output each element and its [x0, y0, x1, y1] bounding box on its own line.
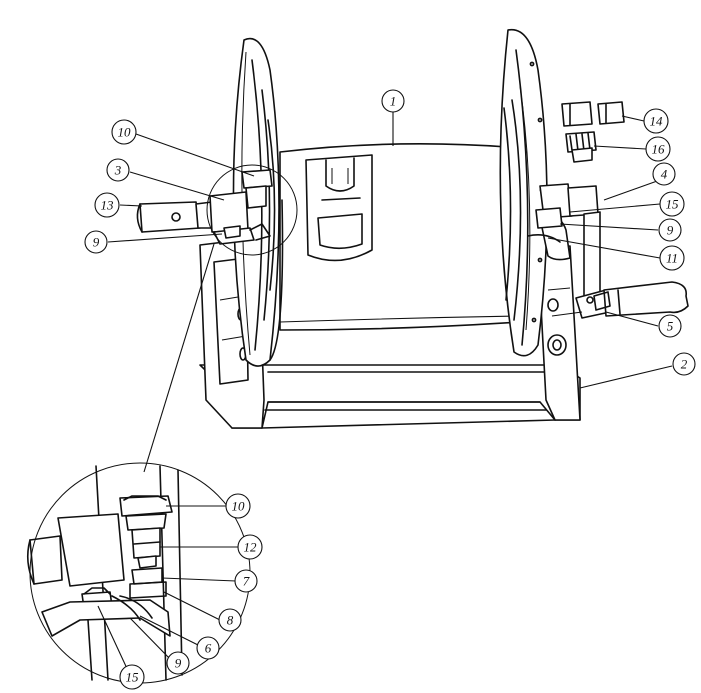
drum — [279, 143, 521, 331]
detail-callout-6: 6 — [196, 636, 220, 660]
svg-text:1: 1 — [390, 94, 397, 109]
detail-callout-10: 10 — [225, 493, 251, 519]
callout-3: 3 — [106, 158, 130, 182]
callout-13: 13 — [94, 192, 120, 218]
crank-assembly — [527, 183, 689, 319]
svg-text:9: 9 — [175, 656, 182, 671]
callout-5: 5 — [658, 314, 682, 338]
callout-10: 10 — [111, 119, 137, 145]
detail-callout-15: 15 — [119, 664, 145, 690]
svg-text:5: 5 — [667, 319, 674, 334]
callout-14: 14 — [643, 108, 669, 134]
left-swivel-assembly — [136, 169, 273, 245]
callout-1: 1 — [381, 89, 405, 113]
svg-text:8: 8 — [227, 613, 234, 628]
detail-view — [26, 243, 251, 684]
callout-11: 11 — [659, 245, 685, 271]
right-flange — [499, 28, 548, 357]
leader-lines — [97, 112, 673, 676]
detail-callout-9: 9 — [166, 651, 190, 675]
svg-text:9: 9 — [93, 235, 100, 250]
svg-text:7: 7 — [243, 574, 250, 589]
svg-text:3: 3 — [114, 163, 122, 178]
callout-15: 15 — [659, 191, 685, 217]
detail-marker-circle — [206, 164, 298, 256]
svg-text:11: 11 — [666, 251, 678, 266]
hose-reel — [136, 28, 689, 429]
svg-text:15: 15 — [126, 670, 140, 685]
svg-text:14: 14 — [650, 114, 664, 129]
svg-text:12: 12 — [244, 540, 258, 555]
svg-text:6: 6 — [205, 641, 212, 656]
svg-text:2: 2 — [681, 357, 688, 372]
svg-text:16: 16 — [652, 142, 666, 157]
callout-2: 2 — [672, 352, 696, 376]
svg-text:13: 13 — [101, 198, 115, 213]
callout-4: 4 — [652, 162, 676, 186]
svg-text:10: 10 — [232, 499, 246, 514]
detail-callout-7: 7 — [234, 569, 258, 593]
callout-9-left: 9 — [84, 230, 108, 254]
svg-text:15: 15 — [666, 197, 680, 212]
callout-16: 16 — [645, 136, 671, 162]
detail-callout-8: 8 — [218, 608, 242, 632]
detail-callout-12: 12 — [237, 534, 263, 560]
loose-fittings — [561, 101, 625, 163]
svg-text:10: 10 — [118, 125, 132, 140]
svg-text:4: 4 — [661, 167, 668, 182]
callout-9-right: 9 — [658, 218, 682, 242]
svg-text:9: 9 — [667, 223, 674, 238]
